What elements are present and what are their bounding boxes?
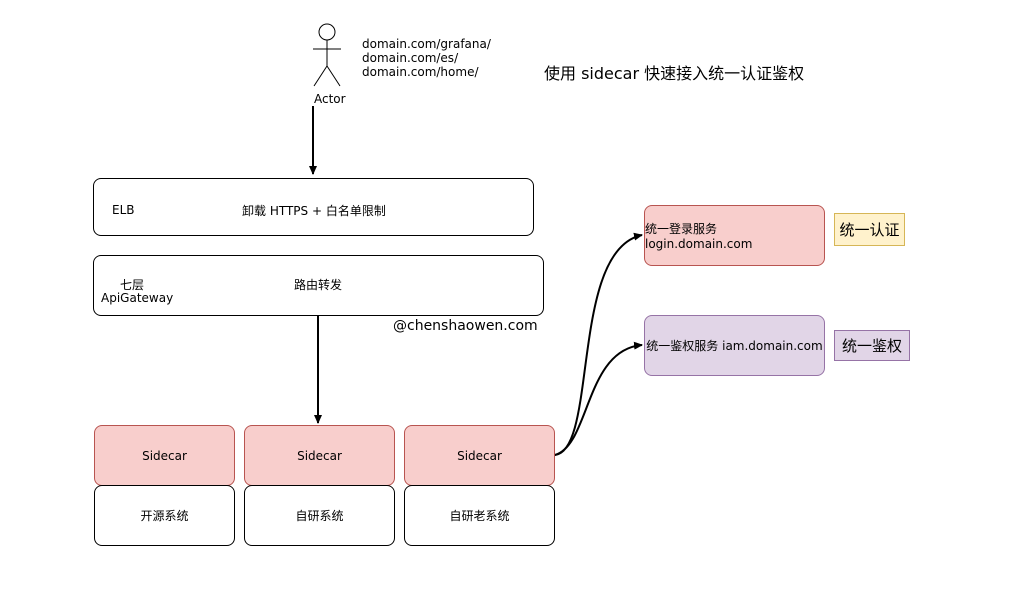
arrow-sidecar-to-login	[554, 232, 643, 456]
iam-service-label: 统一鉴权服务 iam.domain.com	[646, 339, 823, 353]
gateway-box: 七层 ApiGateway 路由转发	[93, 255, 544, 316]
elb-desc: 卸载 HTTPS + 白名单限制	[242, 204, 386, 218]
diagram-title: 使用 sidecar 快速接入统一认证鉴权	[544, 64, 805, 83]
gateway-name-line2: ApiGateway	[101, 291, 174, 305]
actor-urls: domain.com/grafana/ domain.com/es/ domai…	[362, 37, 491, 79]
sidecar-label: Sidecar	[457, 448, 502, 463]
gateway-desc: 路由转发	[294, 278, 343, 292]
elb-name: ELB	[112, 203, 135, 217]
system-label: 自研老系统	[449, 509, 510, 523]
gateway-name-line1: 七层	[120, 278, 145, 292]
url-item: domain.com/es/	[362, 51, 459, 65]
system-label: 自研系统	[295, 509, 344, 523]
url-item: domain.com/grafana/	[362, 37, 491, 51]
system-box-1: 开源系统	[94, 485, 235, 546]
actor-label: Actor	[314, 92, 346, 106]
elb-box: ELB 卸载 HTTPS + 白名单限制	[93, 178, 534, 236]
url-item: domain.com/home/	[362, 65, 479, 79]
watermark: @chenshaowen.com	[393, 318, 538, 334]
sidecar-box-2: Sidecar	[244, 425, 395, 486]
actor-icon	[313, 23, 341, 87]
tag-authz: 统一鉴权	[834, 330, 910, 361]
iam-service-box: 统一鉴权服务 iam.domain.com	[644, 315, 825, 376]
arrow-sidecar-to-iam	[554, 341, 643, 456]
sidecar-label: Sidecar	[297, 448, 342, 463]
login-service-label: 统一登录服务 login.domain.com	[645, 222, 753, 251]
system-box-2: 自研系统	[244, 485, 395, 546]
system-label: 开源系统	[140, 509, 189, 523]
login-service-box: 统一登录服务 login.domain.com	[644, 205, 825, 266]
sidecar-box-1: Sidecar	[94, 425, 235, 486]
tag-auth: 统一认证	[834, 213, 905, 246]
system-box-3: 自研老系统	[404, 485, 555, 546]
sidecar-box-3: Sidecar	[404, 425, 555, 486]
sidecar-label: Sidecar	[142, 448, 187, 463]
